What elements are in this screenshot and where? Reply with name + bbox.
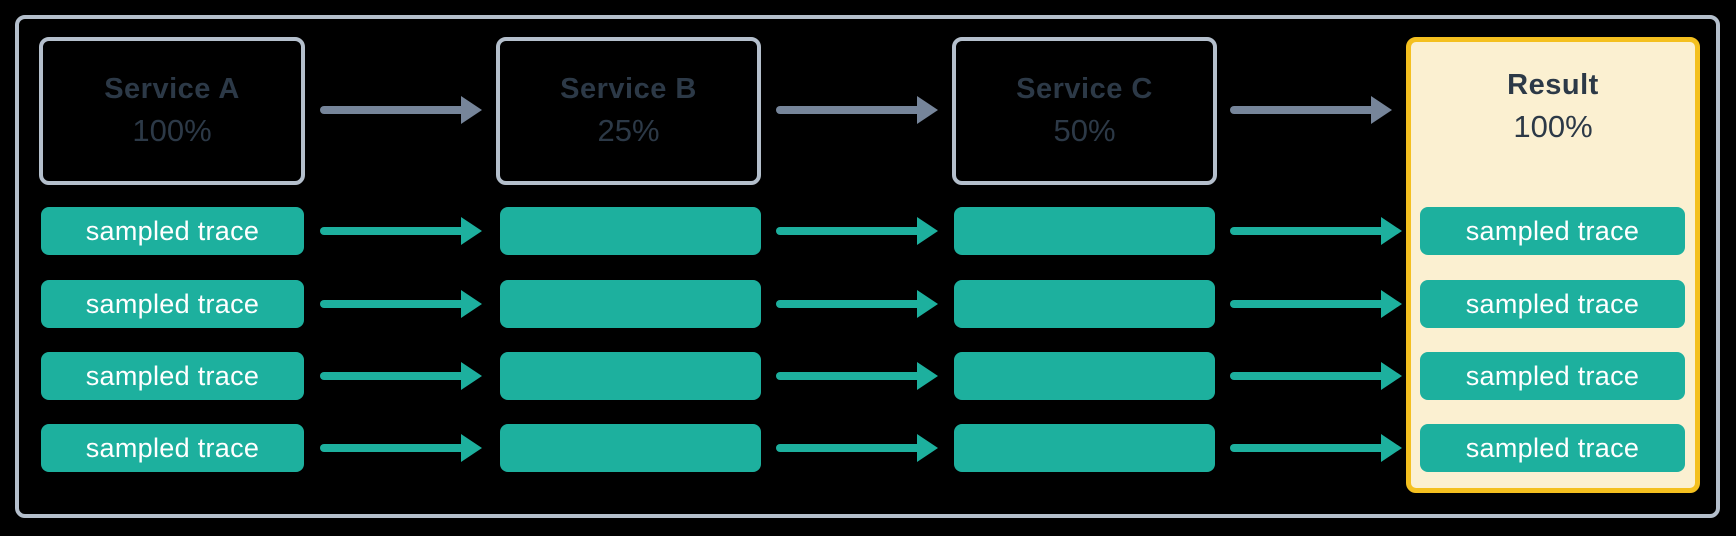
arrow-shaft: [1230, 227, 1386, 235]
trace-box: sampled trace: [41, 280, 304, 328]
arrow-head: [1381, 290, 1402, 318]
trace-box: [500, 424, 761, 472]
trace-label: sampled trace: [85, 432, 260, 463]
arrow-head: [917, 434, 938, 462]
trace-label: sampled trace: [1465, 432, 1640, 463]
service-c-percent: 50%: [1053, 113, 1116, 148]
arrow-head: [917, 96, 938, 124]
trace-box: sampled trace: [1420, 352, 1685, 400]
arrow-right-icon: [776, 217, 938, 245]
trace-box: sampled trace: [1420, 424, 1685, 472]
trace-box: sampled trace: [41, 352, 304, 400]
arrow-shaft: [320, 444, 466, 452]
arrow-shaft: [1230, 444, 1386, 452]
trace-label: sampled trace: [85, 288, 260, 319]
trace-box: [954, 207, 1215, 255]
arrow-shaft: [320, 300, 466, 308]
trace-label: sampled trace: [1465, 215, 1640, 246]
arrow-right-icon: [320, 96, 482, 124]
trace-label: sampled trace: [85, 360, 260, 391]
trace-box: [500, 280, 761, 328]
arrow-right-icon: [776, 434, 938, 462]
arrow-head: [917, 290, 938, 318]
arrow-right-icon: [776, 362, 938, 390]
result-box: Result 100%: [1406, 37, 1700, 493]
arrow-shaft: [776, 444, 922, 452]
trace-box: [500, 352, 761, 400]
service-a-percent: 100%: [132, 113, 212, 148]
arrow-shaft: [1230, 372, 1386, 380]
arrow-right-icon: [1230, 362, 1402, 390]
arrow-right-icon: [1230, 290, 1402, 318]
arrow-right-icon: [1230, 96, 1392, 124]
arrow-shaft: [776, 300, 922, 308]
trace-box: [500, 207, 761, 255]
trace-box: [954, 280, 1215, 328]
arrow-shaft: [776, 227, 922, 235]
arrow-shaft: [320, 106, 466, 114]
arrow-right-icon: [776, 96, 938, 124]
trace-box: [954, 352, 1215, 400]
arrow-head: [461, 362, 482, 390]
service-c-title: Service C: [1016, 73, 1153, 105]
arrow-right-icon: [1230, 217, 1402, 245]
arrow-head: [461, 290, 482, 318]
arrow-shaft: [1230, 300, 1386, 308]
service-c-box: Service C 50%: [952, 37, 1217, 185]
service-b-title: Service B: [560, 73, 697, 105]
result-title: Result: [1507, 69, 1599, 101]
trace-box: [954, 424, 1215, 472]
trace-box: sampled trace: [41, 207, 304, 255]
diagram-frame: [15, 15, 1720, 518]
service-a-box: Service A 100%: [39, 37, 305, 185]
arrow-right-icon: [320, 362, 482, 390]
result-percent: 100%: [1513, 109, 1593, 144]
arrow-right-icon: [1230, 434, 1402, 462]
arrow-head: [1381, 217, 1402, 245]
service-b-box: Service B 25%: [496, 37, 761, 185]
trace-label: sampled trace: [1465, 288, 1640, 319]
arrow-shaft: [776, 372, 922, 380]
arrow-shaft: [776, 106, 922, 114]
arrow-head: [461, 217, 482, 245]
service-a-title: Service A: [104, 73, 240, 105]
arrow-shaft: [1230, 106, 1376, 114]
arrow-head: [917, 217, 938, 245]
arrow-shaft: [320, 227, 466, 235]
trace-box: sampled trace: [1420, 280, 1685, 328]
arrow-right-icon: [320, 217, 482, 245]
arrow-right-icon: [776, 290, 938, 318]
arrow-head: [461, 434, 482, 462]
arrow-head: [461, 96, 482, 124]
arrow-head: [917, 362, 938, 390]
arrow-right-icon: [320, 434, 482, 462]
arrow-head: [1371, 96, 1392, 124]
trace-label: sampled trace: [85, 215, 260, 246]
trace-label: sampled trace: [1465, 360, 1640, 391]
trace-box: sampled trace: [1420, 207, 1685, 255]
trace-box: sampled trace: [41, 424, 304, 472]
arrow-shaft: [320, 372, 466, 380]
arrow-head: [1381, 434, 1402, 462]
service-b-percent: 25%: [597, 113, 660, 148]
arrow-right-icon: [320, 290, 482, 318]
arrow-head: [1381, 362, 1402, 390]
